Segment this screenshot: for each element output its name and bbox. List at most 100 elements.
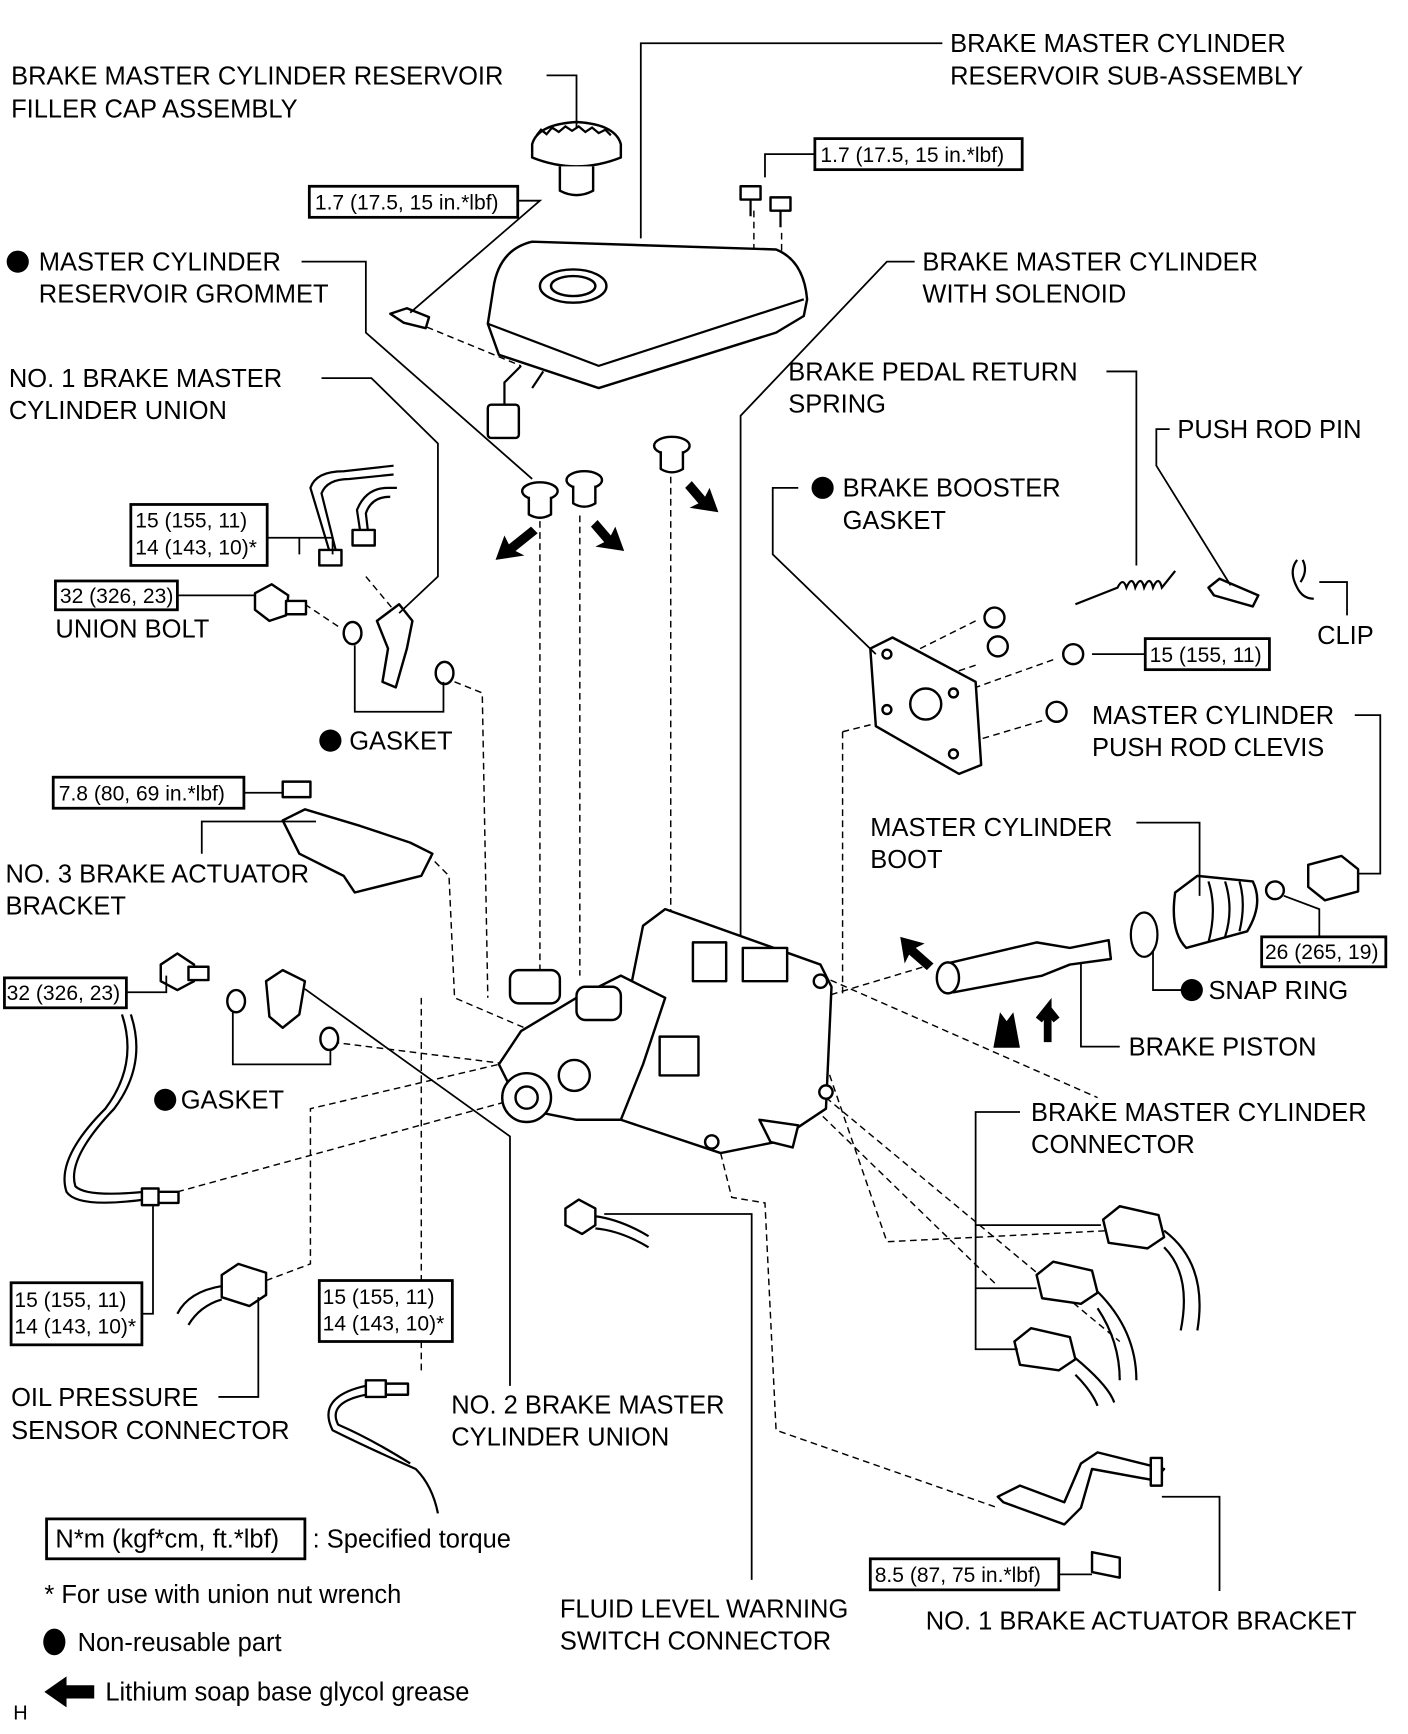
torque-value: 14 (143, 10)* [323, 1312, 445, 1335]
torque-box: 15 (155, 11) 14 (143, 10)* [9, 1281, 144, 1347]
torque-box: 1.7 (17.5, 15 in.*lbf) [813, 137, 1024, 172]
label-line: GASKET [349, 727, 452, 755]
grease-arrow-icon [44, 1676, 95, 1708]
label-line: CONNECTOR [1031, 1131, 1195, 1159]
label-filler-cap: BRAKE MASTER CYLINDER RESERVOIR FILLER C… [11, 62, 503, 123]
label-line: BRAKE PEDAL RETURN [788, 358, 1077, 386]
legend-torque-desc: : Specified torque [313, 1526, 511, 1554]
legend-union-nut: * For use with union nut wrench [44, 1581, 401, 1609]
torque-box: 7.8 (80, 69 in.*lbf) [51, 775, 246, 810]
boot-piston [935, 854, 1360, 995]
label-no1-bracket: NO. 1 BRAKE ACTUATOR BRACKET [926, 1608, 1357, 1636]
reservoir [389, 185, 809, 440]
label-line: SNAP RING [1208, 977, 1348, 1005]
label-line: FILLER CAP ASSEMBLY [11, 96, 298, 124]
label-booster-gasket: BRAKE BOOSTER GASKET [811, 475, 1061, 535]
label-return-spring: BRAKE PEDAL RETURN SPRING [788, 358, 1077, 418]
legend-non-reusable: Non-reusable part [78, 1629, 282, 1657]
label-line: NO. 3 BRAKE ACTUATOR [6, 861, 310, 889]
legend-torque-unit: N*m (kgf*cm, ft.*lbf) [55, 1526, 279, 1554]
torque-box: 15 (155, 11) 14 (143, 10)* [129, 503, 269, 567]
non-reusable-icon [154, 1088, 177, 1111]
label-line: BRACKET [6, 893, 126, 921]
label-boot: MASTER CYLINDER BOOT [870, 814, 1112, 874]
label-no1-union: NO. 1 BRAKE MASTER CYLINDER UNION [9, 365, 282, 425]
label-line: BOOT [870, 846, 942, 874]
label-snap-ring: SNAP RING [1180, 977, 1348, 1005]
torque-box: 1.7 (17.5, 15 in.*lbf) [307, 184, 520, 219]
label-line: PUSH ROD CLEVIS [1092, 734, 1324, 762]
label-line: CYLINDER UNION [451, 1424, 669, 1452]
label-line: GASKET [181, 1087, 284, 1115]
left-pipe [63, 952, 340, 1207]
torque-box: 15 (155, 11) 14 (143, 10)* [317, 1279, 454, 1343]
label-reservoir-sub-assembly: BRAKE MASTER CYLINDER RESERVOIR SUB-ASSE… [950, 30, 1303, 90]
torque-value: 32 (326, 23) [60, 585, 173, 608]
torque-value: 14 (143, 10)* [135, 536, 257, 559]
torque-value: 7.8 (80, 69 in.*lbf) [59, 782, 225, 805]
label-gasket-lower: GASKET [154, 1087, 284, 1115]
torque-value: 32 (326, 23) [7, 982, 121, 1005]
spring-pin-clip [1074, 559, 1314, 608]
torque-box: 15 (155, 11) [1143, 637, 1271, 672]
connectors [176, 1198, 1201, 1407]
torque-value: 15 (155, 11) [135, 510, 247, 533]
union-pipes [253, 464, 455, 689]
label-line: NO. 1 BRAKE MASTER [9, 365, 282, 393]
label-push-rod-clevis: MASTER CYLINDER PUSH ROD CLEVIS [1092, 702, 1334, 762]
label-brake-piston: BRAKE PISTON [1129, 1033, 1317, 1061]
part-labels: BRAKE MASTER CYLINDER RESERVOIR FILLER C… [6, 30, 1374, 1656]
label-line: RESERVOIR SUB-ASSEMBLY [950, 62, 1303, 90]
master-cylinder-block [497, 907, 834, 1155]
non-reusable-icon [1180, 978, 1203, 1002]
torque-box: 8.5 (87, 75 in.*lbf) [868, 1557, 1061, 1592]
non-reusable-icon [43, 1628, 66, 1656]
no1-bracket [996, 1451, 1166, 1579]
label-gasket-upper: GASKET [319, 727, 453, 755]
label-line: NO. 2 BRAKE MASTER [451, 1392, 724, 1420]
legend-torque-box [45, 1517, 307, 1561]
label-line: BRAKE BOOSTER [843, 475, 1061, 503]
grease-arrow-icons [495, 481, 1060, 1048]
non-reusable-icon [6, 250, 29, 273]
label-line: SPRING [788, 390, 886, 418]
figure-code: H [13, 1703, 27, 1725]
label-line: MASTER CYLINDER [39, 249, 281, 277]
torque-value: 1.7 (17.5, 15 in.*lbf) [315, 192, 499, 215]
label-union-bolt: UNION BOLT [55, 616, 209, 644]
label-no3-bracket: NO. 3 BRAKE ACTUATOR BRACKET [6, 861, 310, 921]
label-line: FLUID LEVEL WARNING [560, 1596, 848, 1624]
label-line: SWITCH CONNECTOR [560, 1628, 831, 1656]
label-line: CYLINDER UNION [9, 397, 227, 425]
label-line: SENSOR CONNECTOR [11, 1417, 289, 1445]
label-line: BRAKE MASTER CYLINDER [950, 30, 1286, 58]
torque-box: 26 (265, 19) [1260, 935, 1388, 969]
label-no2-union: NO. 2 BRAKE MASTER CYLINDER UNION [451, 1392, 724, 1452]
label-fluid-level-connector: FLUID LEVEL WARNING SWITCH CONNECTOR [560, 1596, 848, 1656]
label-line: BRAKE MASTER CYLINDER [1031, 1099, 1367, 1127]
torque-value: 8.5 (87, 75 in.*lbf) [875, 1564, 1041, 1587]
parts-drawing [63, 120, 1360, 1579]
torque-value: 14 (143, 10)* [14, 1316, 136, 1339]
label-oil-pressure-connector: OIL PRESSURE SENSOR CONNECTOR [11, 1384, 289, 1445]
label-master-cylinder-with-solenoid: BRAKE MASTER CYLINDER WITH SOLENOID [922, 249, 1258, 309]
torque-value: 15 (155, 11) [323, 1286, 435, 1309]
label-reservoir-grommet: MASTER CYLINDER RESERVOIR GROMMET [6, 249, 329, 309]
booster-gasket [869, 606, 1085, 776]
label-line: MASTER CYLINDER [870, 814, 1112, 842]
label-clip: CLIP [1317, 622, 1374, 650]
torque-value: 15 (155, 11) [14, 1289, 126, 1312]
lower-pipe [327, 1379, 440, 1514]
label-mc-connector: BRAKE MASTER CYLINDER CONNECTOR [1031, 1099, 1367, 1159]
torque-value: 26 (265, 19) [1265, 941, 1379, 964]
torque-box: 32 (326, 23) [54, 579, 179, 612]
legend-grease: Lithium soap base glycol grease [105, 1679, 469, 1707]
torque-box: 32 (326, 23) [3, 976, 128, 1010]
non-reusable-icon [319, 729, 342, 752]
torque-value: 1.7 (17.5, 15 in.*lbf) [820, 144, 1004, 167]
non-reusable-icon [811, 476, 834, 499]
label-line: GASKET [843, 507, 946, 535]
label-push-rod-pin: PUSH ROD PIN [1177, 416, 1361, 444]
torque-specs: 1.7 (17.5, 15 in.*lbf) 1.7 (17.5, 15 in.… [3, 137, 1388, 1592]
